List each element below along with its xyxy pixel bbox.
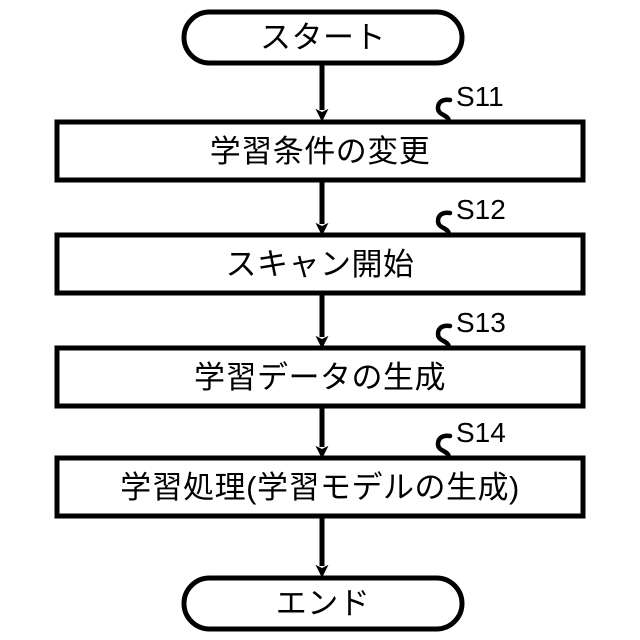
leader-s11 (435, 97, 453, 125)
node-s11-label: 学習条件の変更 (209, 133, 431, 169)
node-end-shape (181, 575, 465, 632)
step-label-s14: S14 (456, 417, 506, 448)
node-s14-label: 学習処理(学習モデルの生成) (120, 469, 520, 505)
step-label-s12: S12 (456, 194, 506, 225)
node-s12-label: スキャン開始 (225, 246, 415, 282)
node-s13-label: 学習データの生成 (194, 359, 446, 395)
leader-s14 (435, 433, 453, 461)
node-s11-shape (54, 119, 586, 183)
step-label-s13: S13 (456, 307, 506, 338)
node-s13-shape (54, 345, 586, 409)
node-start-label: スタート (260, 20, 386, 55)
leader-s12 (435, 210, 453, 238)
node-end-label: エンド (275, 586, 371, 621)
step-label-s11: S11 (456, 81, 504, 112)
leader-s13 (435, 323, 453, 351)
